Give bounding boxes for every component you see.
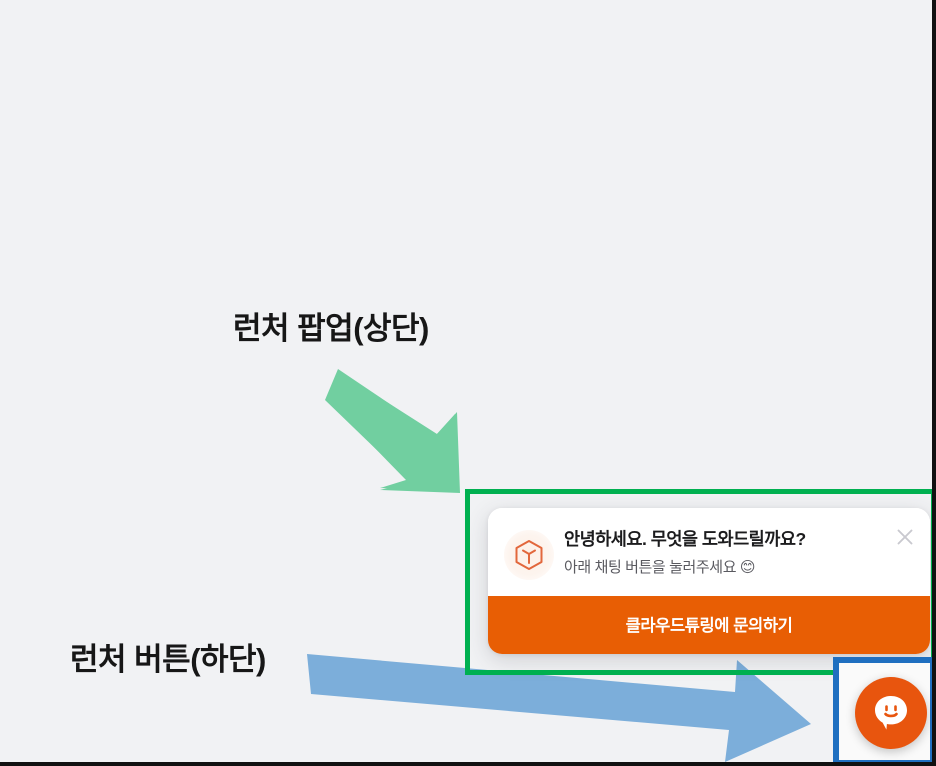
contact-cloudturing-button[interactable]: 클라우드튜링에 문의하기 — [488, 596, 930, 654]
launcher-popup-text-group: 안녕하세요. 무엇을 도와드릴까요? 아래 채팅 버튼을 눌러주세요 😊 — [564, 526, 914, 577]
cube-logo-icon — [504, 530, 554, 580]
launcher-popup-title: 안녕하세요. 무엇을 도와드릴까요? — [564, 529, 806, 549]
close-icon[interactable] — [894, 526, 916, 548]
chat-bubble-smiley-icon — [869, 690, 913, 737]
launcher-popup-body: 안녕하세요. 무엇을 도와드릴까요? 아래 채팅 버튼을 눌러주세요 😊 — [488, 508, 930, 596]
page-right-border — [932, 0, 936, 766]
green-annotation-arrow — [325, 369, 460, 493]
launcher-popup[interactable]: 안녕하세요. 무엇을 도와드릴까요? 아래 채팅 버튼을 눌러주세요 😊 클라우… — [488, 508, 930, 654]
chat-launcher-button[interactable] — [855, 677, 927, 749]
annotation-label-launcher-button: 런처 버튼(하단) — [70, 642, 266, 677]
annotation-label-launcher-popup: 런처 팝업(상단) — [233, 311, 429, 346]
launcher-popup-subtitle: 아래 채팅 버튼을 눌러주세요 😊 — [564, 558, 756, 576]
popup-highlight-box — [465, 489, 936, 675]
page-bottom-border — [0, 762, 936, 766]
